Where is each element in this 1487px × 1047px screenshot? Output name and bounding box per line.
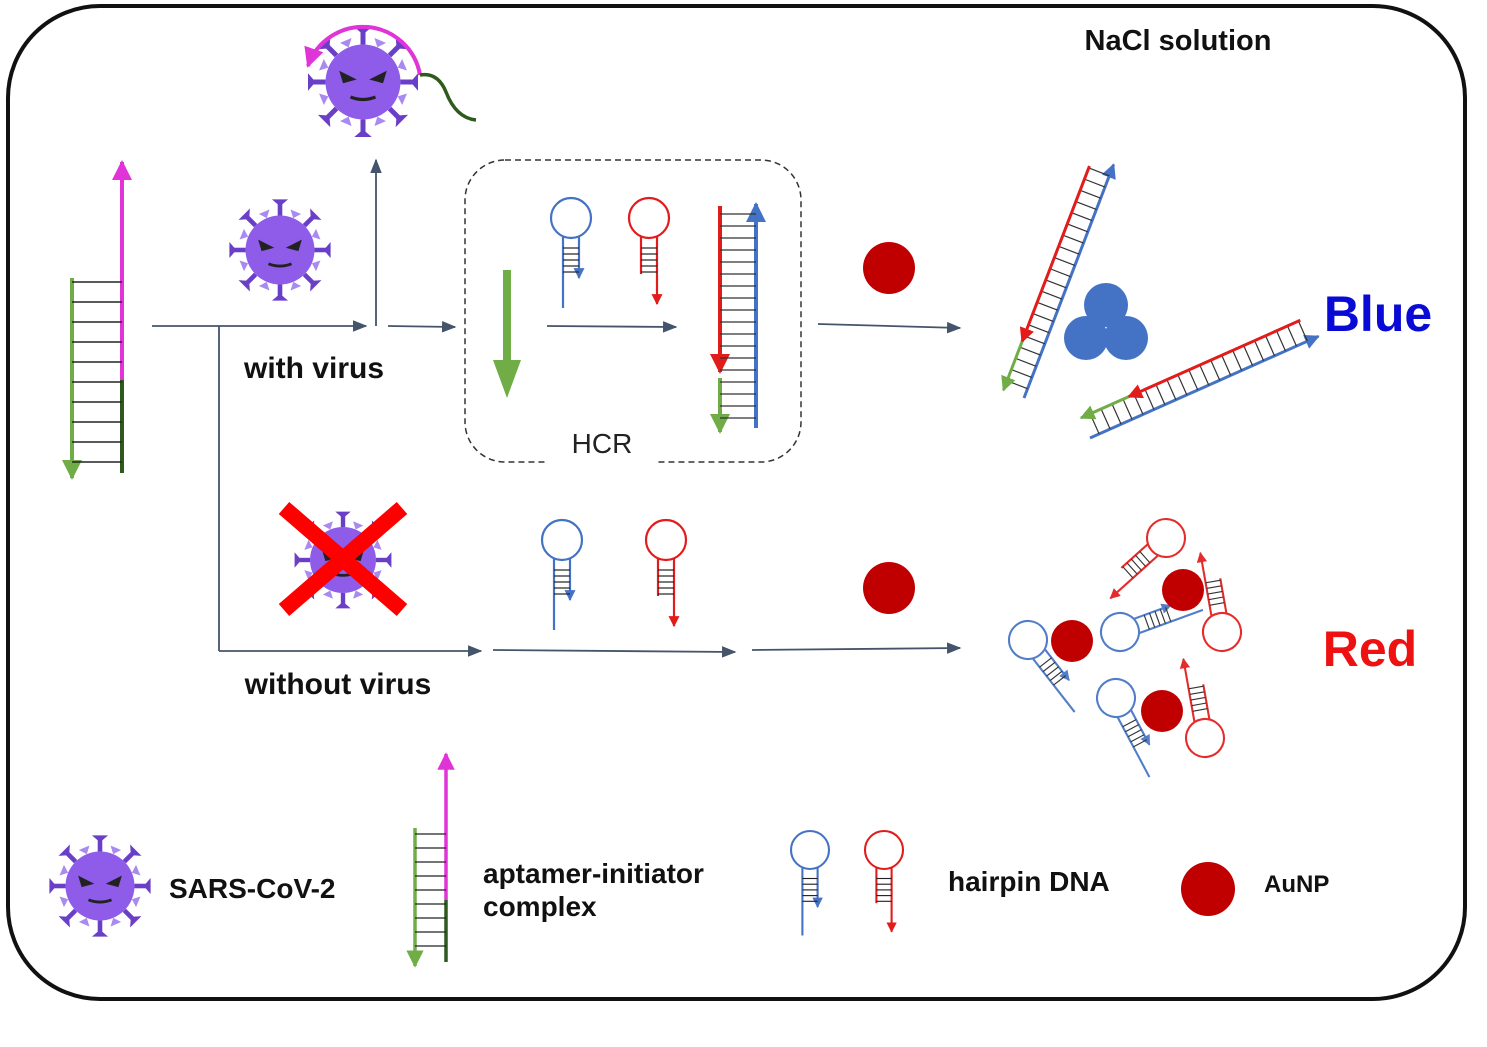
legend-hairpin-label: hairpin DNA <box>948 866 1110 897</box>
legend-complex-icon <box>406 752 455 968</box>
solution-label: NaCl solution <box>1085 25 1272 57</box>
aunp-middle <box>863 562 915 614</box>
with-virus-label: with virus <box>243 352 384 385</box>
without-virus-label: without virus <box>244 668 432 701</box>
legend-virus-icon <box>47 833 153 939</box>
hairpin-blue-icon <box>551 198 591 308</box>
virus-absent <box>278 501 408 617</box>
legend-hairpin-blue-icon <box>791 831 829 936</box>
hairpin-red-icon <box>629 198 669 304</box>
aunp-top <box>863 242 915 294</box>
result-red-label: Red <box>1323 621 1417 677</box>
initiator-strand <box>493 270 521 398</box>
legend-complex-line1: aptamer-initiator <box>483 858 704 889</box>
result-blue-label: Blue <box>1324 286 1432 342</box>
aggregated-aunp <box>1064 283 1148 360</box>
dispersed-hairpins <box>1001 511 1244 782</box>
aptamer-initiator-complex <box>62 160 132 480</box>
hairpin-red-icon-2 <box>646 520 686 626</box>
legend-hairpin-red-icon <box>865 831 903 932</box>
hcr-label: HCR <box>572 428 633 459</box>
virus-icon <box>227 197 333 303</box>
virus-bound-aptamer <box>304 24 477 139</box>
hcr-duplex-1 <box>1003 157 1113 398</box>
dispersed-aunp <box>1051 569 1204 732</box>
hairpin-blue-icon-2 <box>542 520 582 630</box>
legend-complex-line2: complex <box>483 891 597 922</box>
legend-virus-label: SARS-CoV-2 <box>169 873 335 904</box>
legend-aunp-label: AuNP <box>1264 871 1329 898</box>
hcr-product <box>710 202 766 434</box>
outer-frame <box>6 4 1467 1001</box>
process-arrows <box>152 158 962 658</box>
legend-aunp-icon <box>1181 862 1235 916</box>
